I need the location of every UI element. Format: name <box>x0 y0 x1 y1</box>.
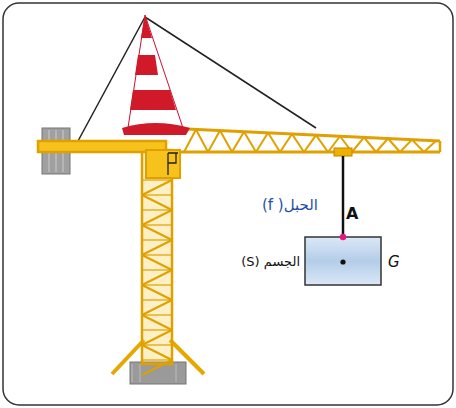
truss-bar <box>388 139 400 152</box>
truss-bar <box>280 134 292 152</box>
point-label: A <box>346 205 358 223</box>
truss-bar <box>208 131 220 152</box>
truss-bar <box>142 180 172 195</box>
rope-label: الحبل( f) <box>262 197 318 214</box>
truss-bar <box>244 132 256 152</box>
truss-bar <box>304 135 316 152</box>
truss-bar <box>142 254 172 255</box>
truss-bar <box>142 330 172 345</box>
truss-bar <box>142 359 172 360</box>
truss-bar <box>142 285 172 300</box>
truss-bar <box>424 141 436 152</box>
truss-bar <box>142 210 172 225</box>
truss-bar <box>142 270 172 285</box>
truss-bar <box>142 314 172 315</box>
truss-bar <box>400 140 412 152</box>
truss-bar <box>142 284 172 285</box>
truss-bar <box>292 134 304 152</box>
truss-bar <box>142 224 172 225</box>
truss-bar <box>352 137 364 152</box>
truss-bar <box>142 345 172 360</box>
truss-bar <box>142 360 172 375</box>
truss-bar <box>142 344 172 345</box>
truss-bar <box>316 135 328 152</box>
truss-bar <box>142 179 172 180</box>
truss-bar <box>142 194 172 195</box>
truss-bar <box>142 209 172 210</box>
truss-bar <box>142 239 172 240</box>
truss-bar <box>142 269 172 270</box>
truss-bar <box>364 137 376 152</box>
truss-bar <box>142 225 172 240</box>
truss-bar <box>142 315 172 330</box>
truss-bar <box>142 195 172 210</box>
truss-bar <box>142 240 172 255</box>
truss-bar <box>256 133 268 152</box>
truss-bar <box>232 132 244 152</box>
truss-bar <box>376 139 388 152</box>
truss-bar <box>142 300 172 315</box>
center-label: G <box>388 254 400 271</box>
frame <box>3 3 453 405</box>
rope <box>342 156 345 237</box>
body-S <box>305 237 381 285</box>
truss-bar <box>196 129 208 152</box>
body-label: الجسم (S) <box>241 255 300 269</box>
truss-bar <box>268 133 280 152</box>
truss-bar <box>142 299 172 300</box>
truss-bar <box>142 329 172 330</box>
truss-bar <box>142 255 172 270</box>
truss-bar <box>220 131 232 152</box>
